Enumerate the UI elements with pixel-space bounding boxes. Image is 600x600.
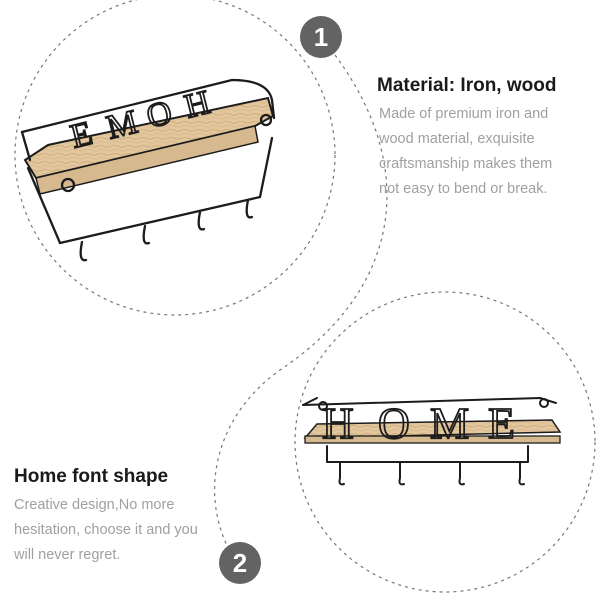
letter-o-2: O bbox=[378, 399, 410, 448]
letter-m-2: M bbox=[430, 399, 469, 448]
wood-board-edge bbox=[35, 125, 259, 195]
letter-h-2: H bbox=[322, 399, 354, 448]
description-line: Made of premium iron and bbox=[379, 106, 549, 122]
feature-title-2: Home font shape bbox=[14, 466, 169, 487]
shelf-illustration-1: E M O H bbox=[20, 78, 276, 262]
dashed-connector bbox=[214, 54, 388, 556]
feature-title-1: Material: Iron, wood bbox=[377, 75, 557, 96]
feature-number-badge-2: 2 bbox=[219, 542, 261, 584]
feature-description-1: Made of premium iron and wood material, … bbox=[379, 102, 552, 202]
feature-description-2: Creative design,No more hesitation, choo… bbox=[14, 493, 198, 568]
description-line: not easy to bend or break. bbox=[379, 181, 548, 197]
letter-e-2: E bbox=[488, 399, 515, 448]
description-line: Creative design,No more bbox=[14, 497, 175, 513]
detail-circle-1 bbox=[14, 0, 336, 316]
feature-number-badge-1: 1 bbox=[300, 16, 342, 58]
wood-board-edge bbox=[304, 435, 561, 444]
description-line: wood material, exquisite bbox=[379, 131, 535, 147]
detail-circle-2 bbox=[294, 291, 596, 593]
description-line: hesitation, choose it and you bbox=[14, 522, 198, 538]
wood-board bbox=[303, 419, 562, 439]
description-line: will never regret. bbox=[14, 547, 121, 563]
description-line: craftsmanship makes them bbox=[379, 156, 553, 172]
shelf-illustration-2: H O M E bbox=[302, 397, 562, 486]
